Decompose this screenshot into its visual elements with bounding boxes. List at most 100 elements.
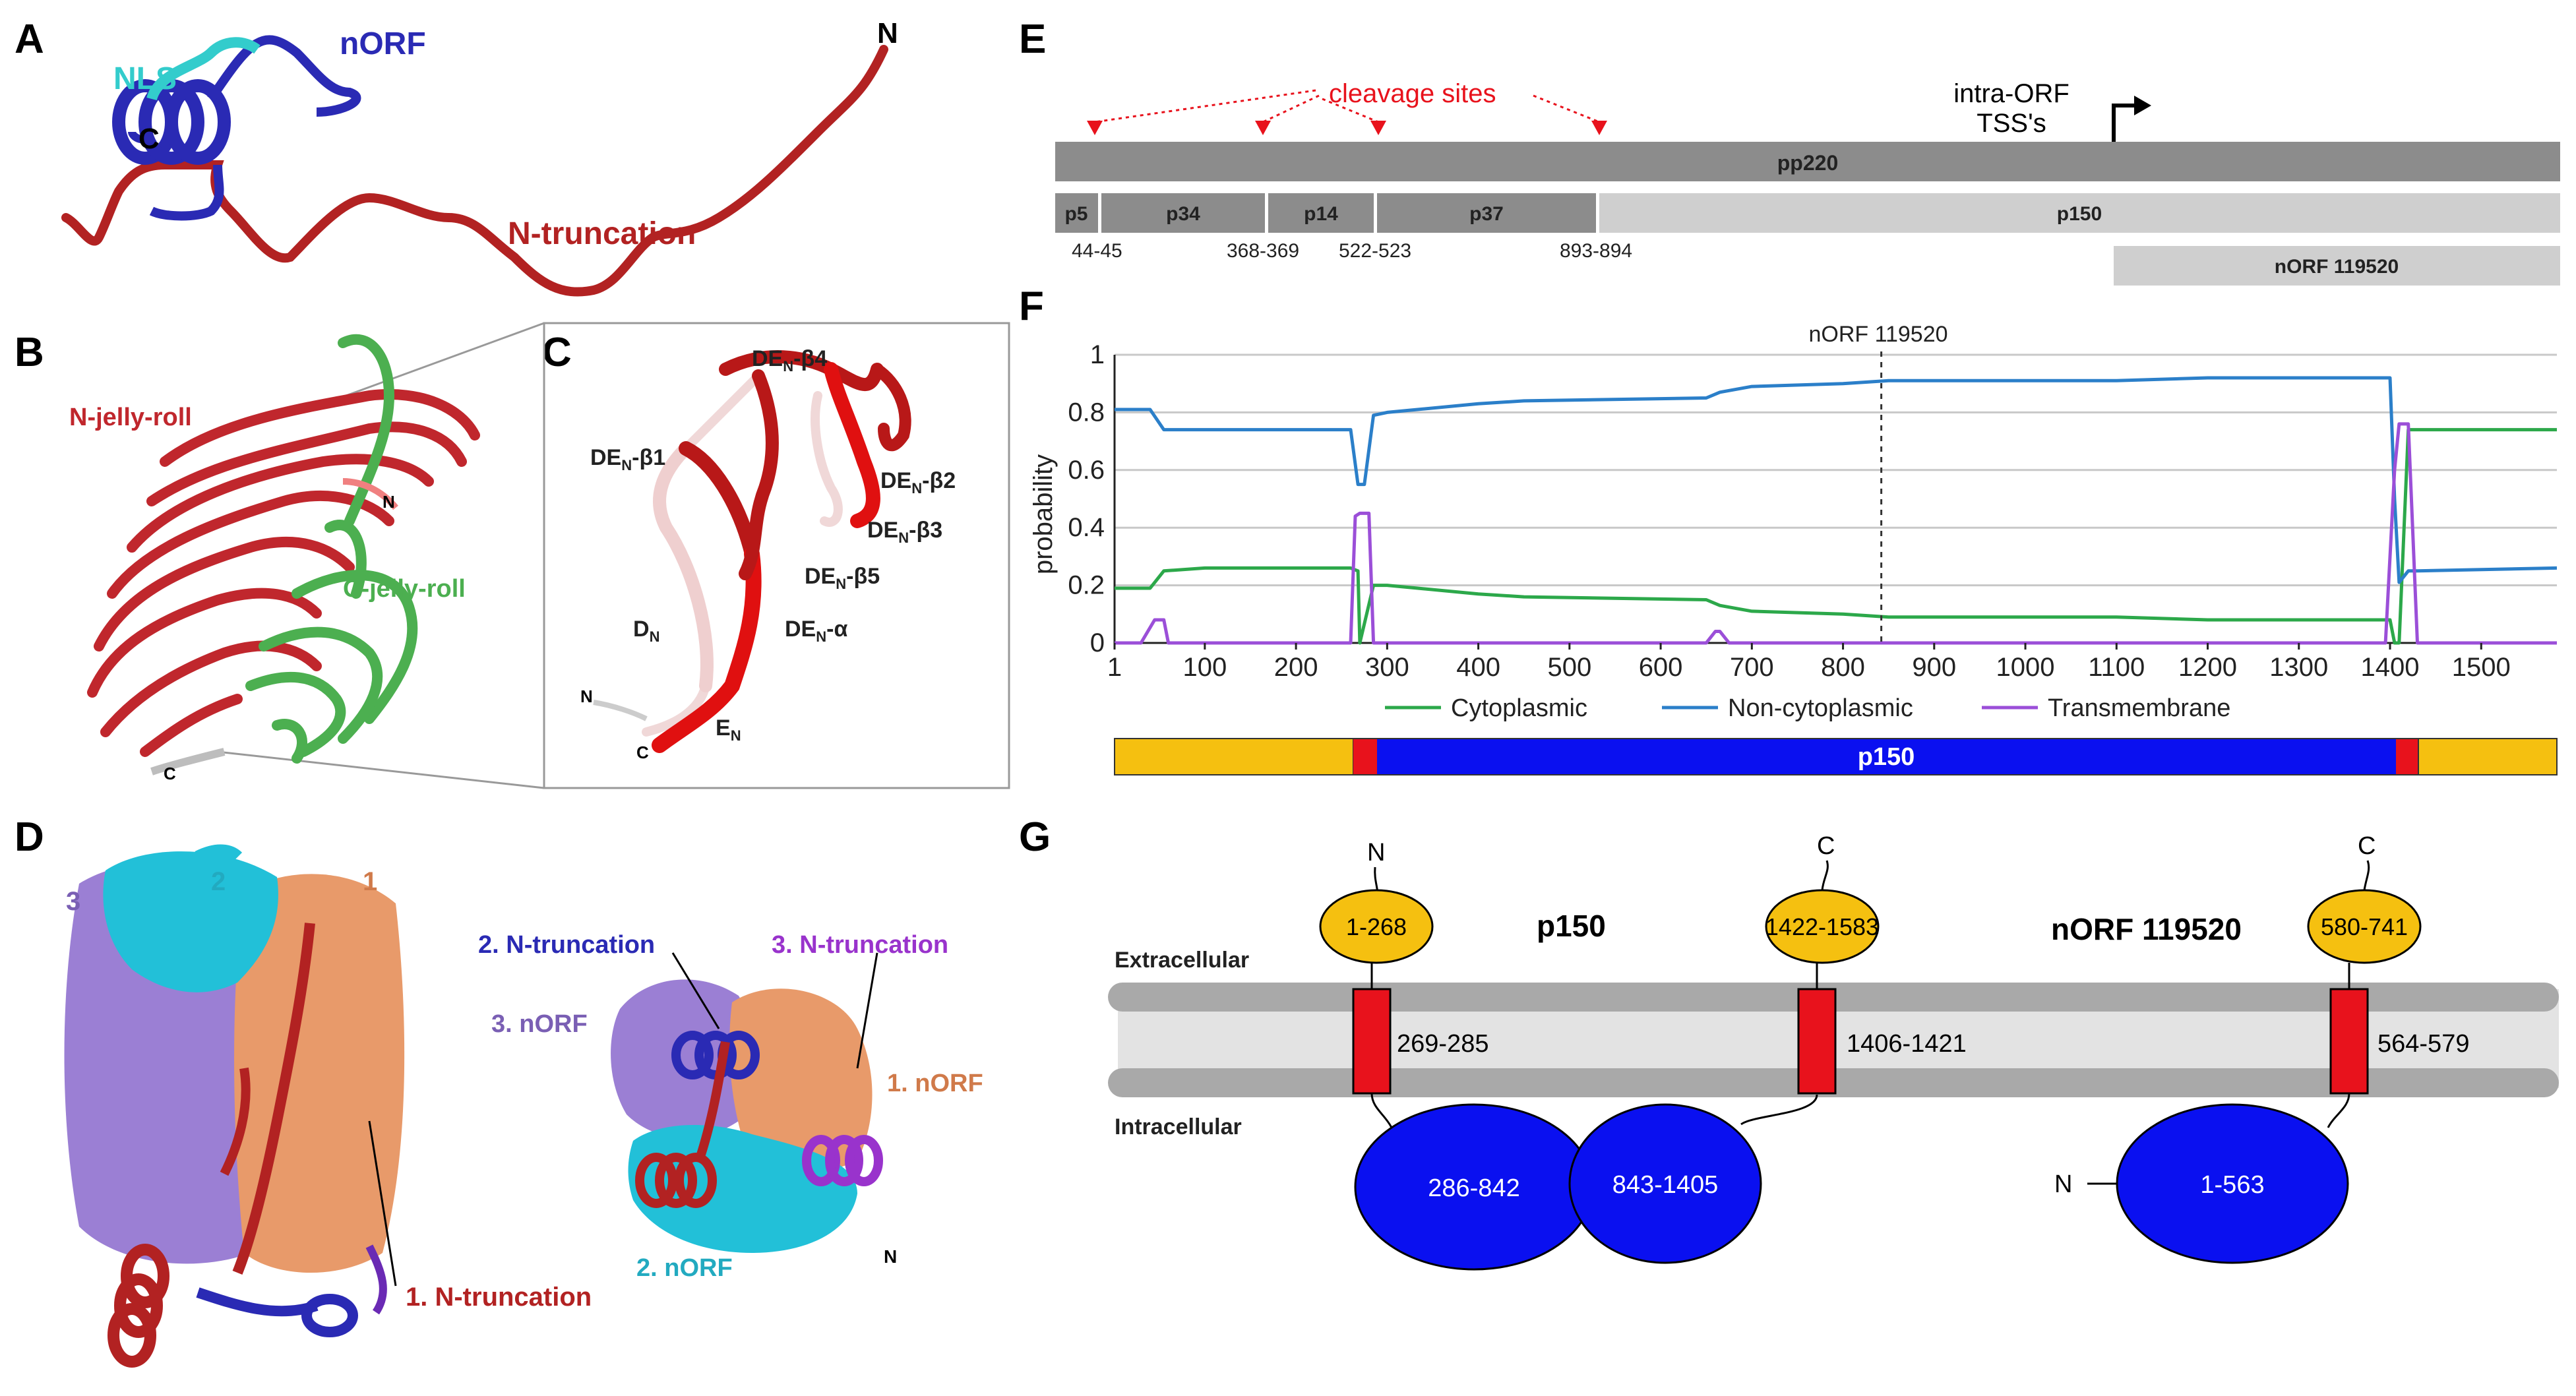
tss-label-line1: intra-ORF xyxy=(1953,79,2070,108)
norf-bar xyxy=(2114,246,2560,286)
p150-extracellular-range: 1-268 xyxy=(1346,913,1407,940)
n-jelly-roll-sheets xyxy=(87,389,480,757)
norf-n-label: N xyxy=(2054,1170,2072,1198)
svg-text:DEN-β5: DEN-β5 xyxy=(805,564,880,592)
chart-grid xyxy=(1113,353,2557,644)
p150-extracellular-domain xyxy=(1319,889,1434,964)
y-axis-ticks: 00.20.40.60.81 xyxy=(1068,340,1105,657)
svg-text:DEN-β2: DEN-β2 xyxy=(880,468,956,497)
site-label: 44-45 xyxy=(1072,240,1122,262)
d-leader-1 xyxy=(368,1120,397,1287)
norf-tm-range: 564-579 xyxy=(2377,1030,2469,1058)
panel-label-d: D xyxy=(15,814,44,860)
violet-helix-top xyxy=(802,1135,883,1186)
c-c-terminus: C xyxy=(636,743,649,762)
topology-tm-1 xyxy=(1353,739,1377,775)
d-n-terminus: N xyxy=(884,1246,897,1267)
panel-label-c: C xyxy=(542,330,572,375)
n-truncation-label: N-truncation xyxy=(508,216,696,251)
norf-cyto-range: 1-563 xyxy=(2200,1171,2264,1199)
cleavage-marker xyxy=(1255,121,1271,135)
p150-title: p150 xyxy=(1537,909,1606,943)
y-tick-label: 1 xyxy=(1090,340,1105,369)
c-label-b2: DEN-β2 xyxy=(880,468,956,497)
c-jelly-roll-label: C-jelly-roll xyxy=(343,575,466,603)
segment-label-p37: p37 xyxy=(1469,203,1504,225)
p150-tm1-range: 269-285 xyxy=(1397,1030,1488,1058)
d-label-n-truncation-3: 3. N-truncation xyxy=(772,931,948,959)
trimer-top-view: 2. N-truncation 3. N-truncation 3. nORF … xyxy=(478,931,983,1282)
panel-g: Extracellular Intracellular p150 nORF 11… xyxy=(1108,832,2559,1271)
n-terminus-label: N xyxy=(877,17,898,49)
c-label-e: EN xyxy=(716,715,741,744)
n-jelly-roll-label: N-jelly-roll xyxy=(69,404,192,431)
panel-b: N-jelly-roll C-jelly-roll N C xyxy=(69,322,545,789)
segment-label-p5: p5 xyxy=(1064,203,1088,225)
c-terminus-label: C xyxy=(138,123,160,155)
norf-extracellular-domain xyxy=(2307,889,2422,964)
panel-label-f: F xyxy=(1019,284,1044,329)
x-tick-label: 1500 xyxy=(2452,653,2511,682)
segment-label-p14: p14 xyxy=(1304,203,1338,225)
trimer-side-view: 3 2 1 1. N-truncation xyxy=(64,844,592,1368)
legend-label-cytoplasmic: Cytoplasmic xyxy=(1451,694,1587,722)
y-tick-label: 0 xyxy=(1090,628,1105,657)
panel-d: 3 2 1 1. N-truncation xyxy=(64,844,983,1368)
d-label-norf-2: 2. nORF xyxy=(636,1254,733,1282)
y-tick-label: 0.4 xyxy=(1068,513,1105,542)
p150-cyto-domain-2 xyxy=(1568,1103,1762,1264)
x-tick-label: 1200 xyxy=(2178,653,2237,682)
segment-p34 xyxy=(1101,193,1265,233)
cleavage-markers xyxy=(1087,121,1607,135)
norf-tm-helix xyxy=(2329,988,2369,1095)
panel-e: cleavage sites intra-ORF TSS's pp220 xyxy=(1055,79,2560,286)
cleavage-marker xyxy=(1087,121,1103,135)
topology-bar: p150 xyxy=(1114,738,2558,775)
b-c-terminus: C xyxy=(164,764,176,783)
panel-label-e: E xyxy=(1019,16,1046,62)
norf-title: nORF 119520 xyxy=(2051,912,2242,946)
red-helix-top xyxy=(635,1041,730,1208)
panel-label-g: G xyxy=(1019,814,1051,860)
norf-c-label: C xyxy=(2358,832,2376,860)
p150-c-extracellular-range: 1422-1583 xyxy=(1765,913,1879,940)
x-tick-label: 800 xyxy=(1821,653,1865,682)
zoom-line-bottom xyxy=(217,750,545,789)
segment-label-p150: p150 xyxy=(2057,203,2102,225)
legend-label-transmembrane: Transmembrane xyxy=(2048,694,2230,722)
extracellular-label: Extracellular xyxy=(1115,948,1249,973)
y-tick-label: 0.6 xyxy=(1068,456,1105,485)
norf-bar-label: nORF 119520 xyxy=(2275,256,2399,278)
panel-a: NLS nORF N C N-truncation xyxy=(61,17,898,297)
x-tick-label: 1400 xyxy=(2361,653,2420,682)
x-tick-label: 300 xyxy=(1365,653,1409,682)
p150-tm-helix-2 xyxy=(1797,988,1837,1095)
site-label: 368-369 xyxy=(1227,240,1299,262)
svg-text:EN: EN xyxy=(716,715,741,744)
d-label-3: 3 xyxy=(66,887,80,916)
c-label-d: DN xyxy=(633,617,659,645)
d-label-n-truncation-1: 1. N-truncation xyxy=(406,1283,592,1312)
y-axis-label: probability xyxy=(1029,454,1058,574)
nls-helix xyxy=(146,37,261,101)
legend: Cytoplasmic Non-cytoplasmic Transmembran… xyxy=(1385,694,2230,722)
n-truncation-coil xyxy=(61,45,888,297)
segment-p5 xyxy=(1055,193,1098,233)
topology-extracellular-c xyxy=(2418,738,2558,775)
segment-p150 xyxy=(1599,193,2560,233)
p150-cyto-range-1: 286-842 xyxy=(1428,1174,1519,1202)
d-label-norf-3: 3. nORF xyxy=(491,1010,588,1038)
p150-tm2-range: 1406-1421 xyxy=(1847,1030,1967,1058)
x-tick-label: 1300 xyxy=(2269,653,2328,682)
x-tick-label: 700 xyxy=(1730,653,1774,682)
p150-cyto-range-2: 843-1405 xyxy=(1612,1171,1719,1199)
intracellular-label: Intracellular xyxy=(1115,1114,1242,1139)
norf-loop xyxy=(149,164,224,221)
segment-p14 xyxy=(1268,193,1374,233)
x-tick-label: 600 xyxy=(1639,653,1683,682)
norf-extracellular-range: 580-741 xyxy=(2321,913,2408,940)
pp220-label: pp220 xyxy=(1777,151,1838,175)
c-label-b1: DEN-β1 xyxy=(590,445,665,473)
topology-bar-label: p150 xyxy=(1858,743,1915,771)
